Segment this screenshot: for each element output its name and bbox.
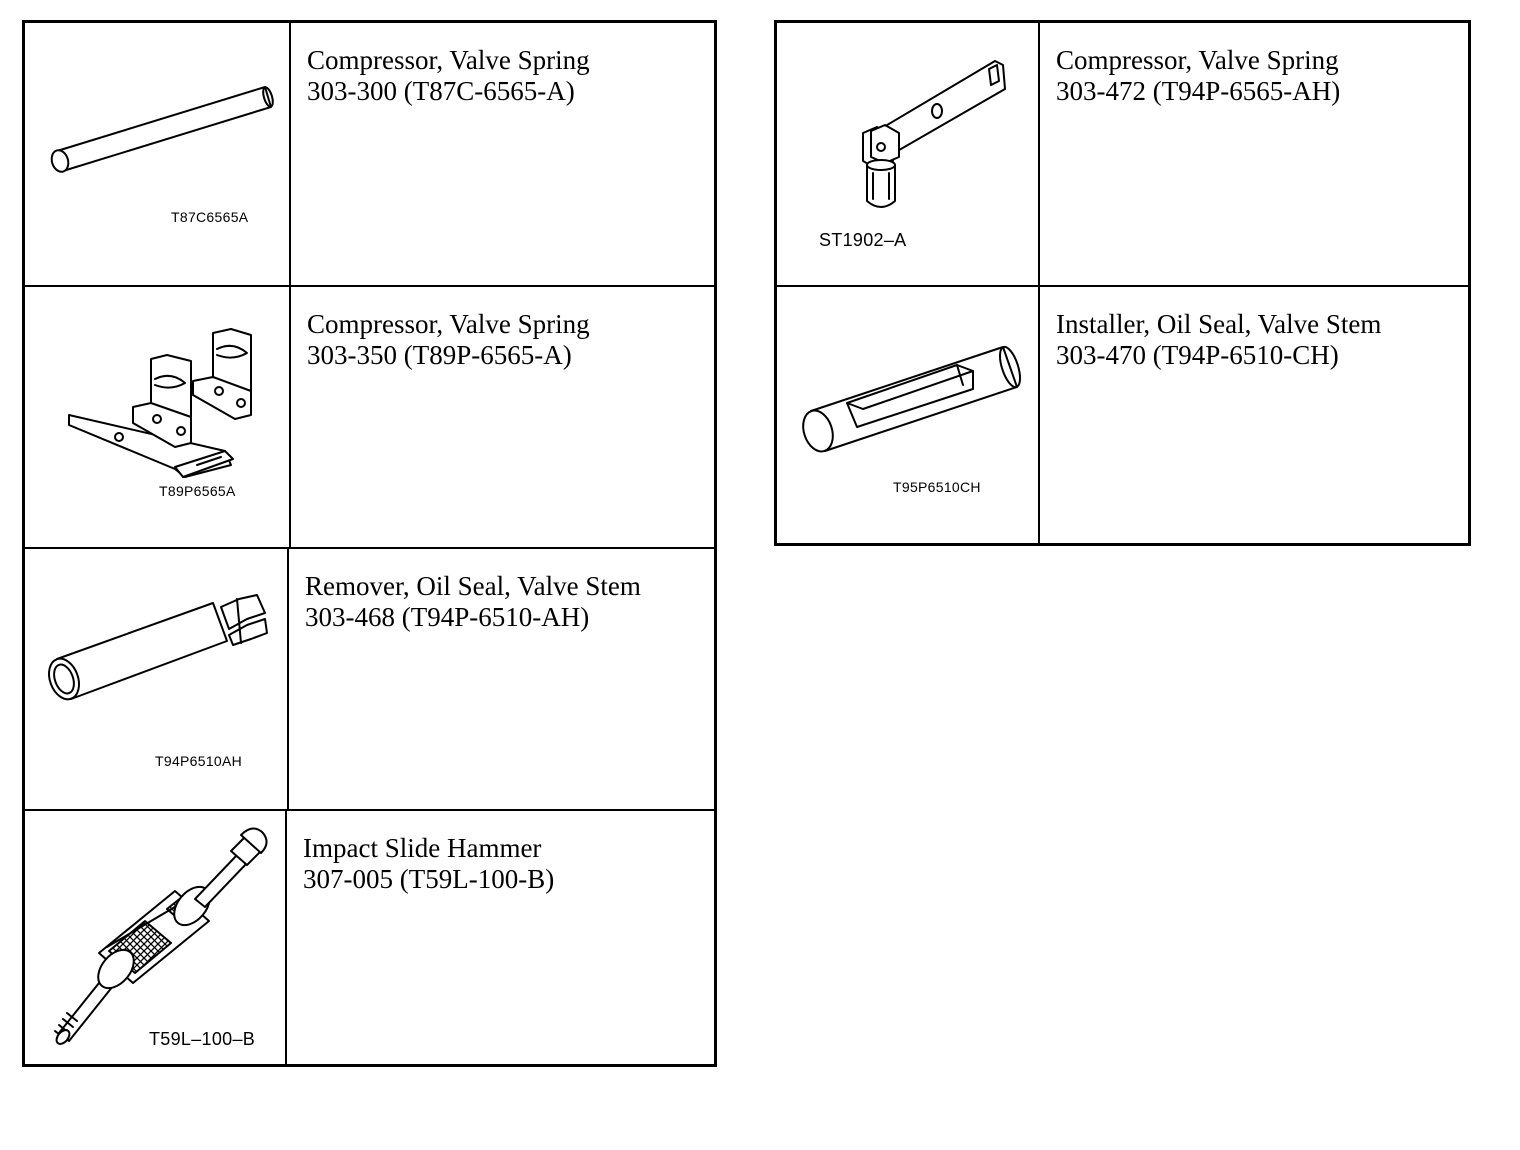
tool-name: Remover, Oil Seal, Valve Stem [305,571,641,601]
tool-row: T59L–100–B Impact Slide Hammer 307-005 (… [25,809,714,1064]
slide-hammer-icon [54,827,268,1045]
spring-compressor-brackets-icon [68,328,252,478]
tool-row: ST1902–A Compressor, Valve Spring 303-47… [777,23,1468,285]
tool-name: Compressor, Valve Spring [307,45,590,75]
left-tool-table: T87C6565A Compressor, Valve Spring 303-3… [22,20,717,1067]
tool-image-cell: T89P6565A [25,287,291,547]
seal-installer-tube-icon [802,345,1022,453]
tool-row: T95P6510CH Installer, Oil Seal, Valve St… [777,285,1468,543]
lever-arm-icon [862,60,1006,208]
tool-name: Compressor, Valve Spring [307,309,590,339]
tool-name: Impact Slide Hammer [303,833,542,863]
tool-text-cell: Compressor, Valve Spring 303-472 (T94P-6… [1040,23,1468,285]
figure-label: ST1902–A [819,230,907,250]
tool-image-cell: T94P6510AH [25,549,289,809]
figure-label: T95P6510CH [893,479,981,495]
tool-text-cell: Installer, Oil Seal, Valve Stem 303-470 … [1040,287,1468,543]
tool-image-cell: T59L–100–B [25,811,287,1064]
tool-row: T87C6565A Compressor, Valve Spring 303-3… [25,23,714,285]
tool-name: Compressor, Valve Spring [1056,45,1339,75]
figure-label: T59L–100–B [149,1029,256,1049]
tool-row: T89P6565A Compressor, Valve Spring 303-3… [25,285,714,547]
tool-number: 303-472 (T94P-6565-AH) [1056,76,1341,106]
tool-row: T94P6510AH Remover, Oil Seal, Valve Stem… [25,547,714,809]
figure-label: T89P6565A [159,483,236,499]
figure-label: T94P6510AH [155,753,243,769]
tool-image-cell: ST1902–A [777,23,1040,285]
tube-icon [50,86,274,173]
tool-number: 303-350 (T89P-6565-A) [307,340,572,370]
tool-number: 303-468 (T94P-6510-AH) [305,602,590,632]
tool-text-cell: Remover, Oil Seal, Valve Stem 303-468 (T… [289,549,714,809]
tool-number: 303-470 (T94P-6510-CH) [1056,340,1339,370]
tool-name: Installer, Oil Seal, Valve Stem [1056,309,1382,339]
seal-remover-tube-icon [48,594,268,701]
tool-image-cell: T95P6510CH [777,287,1040,543]
tool-text-cell: Compressor, Valve Spring 303-350 (T89P-6… [291,287,714,547]
tool-text-cell: Compressor, Valve Spring 303-300 (T87C-6… [291,23,714,285]
tool-image-cell: T87C6565A [25,23,291,285]
tool-number: 303-300 (T87C-6565-A) [307,76,575,106]
right-tool-table: ST1902–A Compressor, Valve Spring 303-47… [774,20,1471,546]
tool-number: 307-005 (T59L-100-B) [303,864,555,894]
figure-label: T87C6565A [171,209,249,225]
tool-text-cell: Impact Slide Hammer 307-005 (T59L-100-B) [287,811,714,1064]
